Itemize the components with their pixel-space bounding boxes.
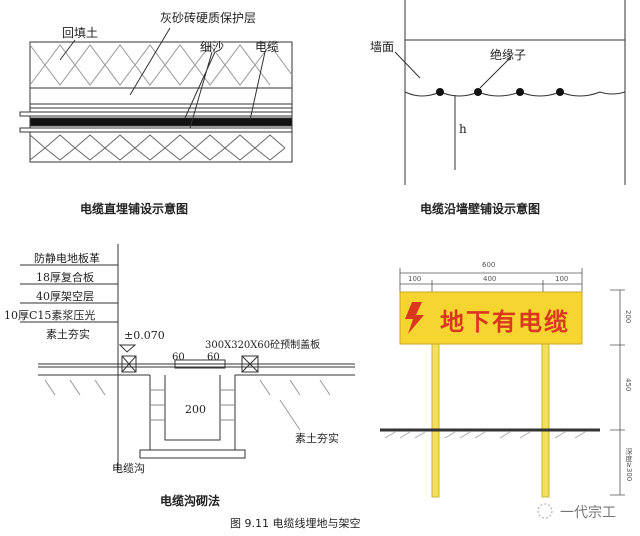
dim-60: 60 — [172, 352, 185, 363]
title-trench: 电缆沟砌法 — [160, 494, 221, 508]
trench-label: 电缆沟 — [112, 462, 145, 475]
watermark-icon — [537, 503, 553, 519]
cover-label: 300X320X60砼预制盖板 — [205, 340, 321, 351]
layer-label: 10厚C15素浆压光 — [4, 309, 96, 322]
dim-450: 450 — [624, 378, 632, 392]
dim-100: 100 — [555, 275, 569, 283]
layer-label: 18厚复合板 — [36, 271, 94, 284]
label-cable: 电缆 — [255, 40, 280, 54]
elevation: ±0.070 — [124, 329, 165, 342]
dim-100: 100 — [408, 275, 422, 283]
sign-text: 地下有电缆 — [440, 308, 570, 336]
title-direct-burial: 电缆直埋铺设示意图 — [80, 202, 189, 216]
dim-depth: 深度≥300 — [625, 448, 633, 482]
label-backfill: 回填土 — [62, 26, 99, 40]
label-sand: 细沙 — [200, 40, 225, 54]
label-wall: 墙面 — [370, 40, 395, 54]
label-insulator: 绝缘子 — [490, 48, 527, 62]
figure-caption: 图 9.11 电缆线埋地与架空 — [230, 517, 361, 530]
warning-sign-board — [399, 291, 583, 345]
layer-label: 素土夯实 — [46, 328, 90, 341]
watermark: 一代宗工 — [560, 505, 616, 521]
dim-600: 600 — [482, 261, 496, 269]
lightning-icon — [405, 302, 424, 334]
label-h: h — [459, 122, 467, 136]
label-protect-layer: 灰砂砖硬质保护层 — [160, 11, 257, 25]
dim-400: 400 — [483, 275, 497, 283]
dim-200: 200 — [185, 403, 206, 416]
layer-label: 防静电地板革 — [34, 252, 100, 265]
direct-burial-diagram — [19, 27, 293, 163]
trench-diagram — [20, 244, 355, 470]
dim-60: 60 — [207, 352, 220, 363]
wall-mount-diagram — [394, 0, 626, 185]
dim-200: 200 — [624, 310, 632, 324]
soil-label: 素土夯实 — [295, 432, 339, 445]
title-wall-mount: 电缆沿墙壁铺设示意图 — [420, 202, 541, 216]
sign-diagram — [380, 268, 625, 498]
layer-label: 40厚架空层 — [36, 290, 94, 303]
